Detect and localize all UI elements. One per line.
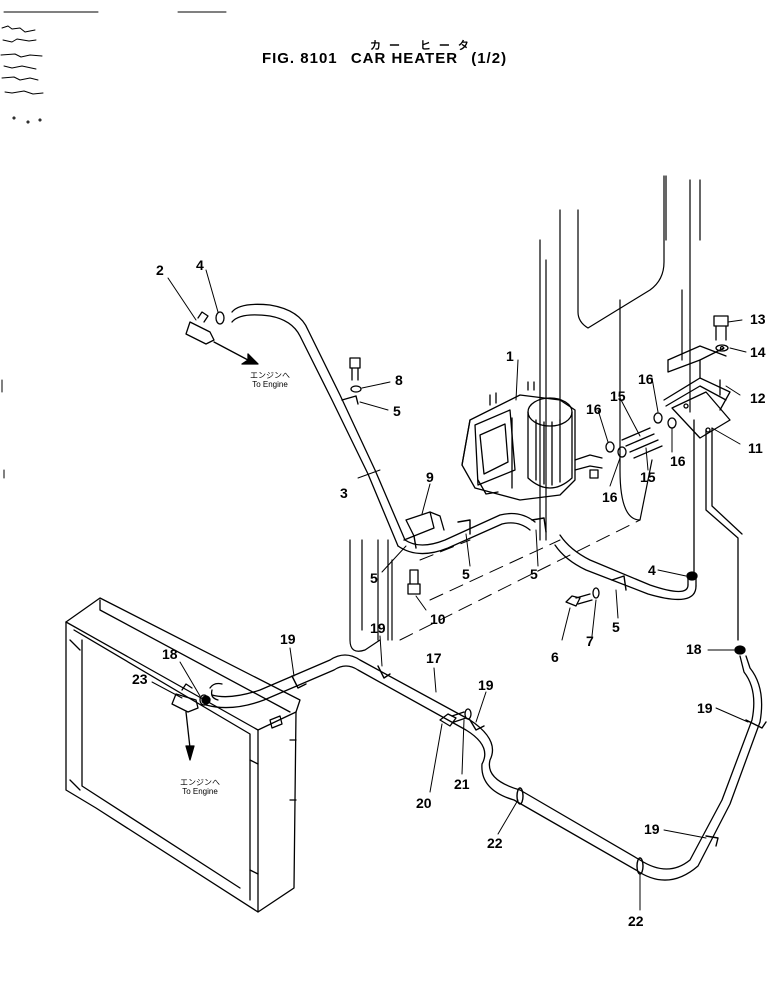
bolt-icon-20 xyxy=(439,708,472,727)
pipe-17 xyxy=(205,654,763,881)
valve-2 xyxy=(185,311,259,365)
radiator xyxy=(65,597,301,913)
bracket-assembly xyxy=(663,345,731,439)
callout-16: 16 xyxy=(670,453,686,469)
clamps-5 xyxy=(341,395,627,591)
figure-number: FIG. 8101 xyxy=(261,50,338,67)
figure-title: FIG. 8101 CAR HEATER (1/2) xyxy=(0,50,769,67)
valve-23 xyxy=(171,683,209,761)
callout-16: 16 xyxy=(586,401,602,417)
to-engine-en: To Engine xyxy=(182,787,218,796)
clamps-19 xyxy=(291,665,767,847)
callout-5: 5 xyxy=(393,403,401,419)
to-engine-note-lower: エンジンへ To Engine xyxy=(180,778,220,796)
callout-19: 19 xyxy=(697,700,713,716)
callout-15: 15 xyxy=(640,469,656,485)
callout-16: 16 xyxy=(638,371,654,387)
figure-page: (1/2) xyxy=(471,50,508,67)
bracket-lines xyxy=(693,419,743,641)
figure-name: CAR HEATER xyxy=(350,50,459,67)
callout-16: 16 xyxy=(602,489,618,505)
callout-18: 18 xyxy=(686,641,702,657)
callout-17: 17 xyxy=(426,650,442,666)
callout-6: 6 xyxy=(551,649,559,665)
bolt-icon-6 xyxy=(565,587,600,607)
callout-5: 5 xyxy=(612,619,620,635)
scan-noise xyxy=(0,25,44,479)
callout-13: 13 xyxy=(750,311,766,327)
callout-12: 12 xyxy=(750,390,766,406)
callout-4: 4 xyxy=(648,562,656,578)
callout-18: 18 xyxy=(162,646,178,662)
caps xyxy=(201,571,746,705)
title-japanese: カー ヒータ xyxy=(370,39,477,52)
callout-11: 11 xyxy=(748,440,763,456)
callout-15: 15 xyxy=(610,388,626,404)
callout-19: 19 xyxy=(280,631,296,647)
callout-9: 9 xyxy=(426,469,434,485)
callout-2: 2 xyxy=(156,262,164,278)
callout-3: 3 xyxy=(340,485,348,501)
bolt-icon-13 xyxy=(713,315,729,352)
callout-5: 5 xyxy=(462,566,470,582)
to-engine-note-upper: エンジンへ To Engine xyxy=(250,371,290,389)
bolt-icon-8 xyxy=(349,357,362,393)
callout-5: 5 xyxy=(370,570,378,586)
callout-10: 10 xyxy=(430,611,446,627)
pipes-15 xyxy=(621,427,663,459)
leader-lines xyxy=(151,269,749,911)
hose-upper xyxy=(231,303,536,555)
callout-19: 19 xyxy=(478,677,494,693)
callout-7: 7 xyxy=(586,633,594,649)
callout-19: 19 xyxy=(370,620,386,636)
to-engine-jp: エンジンへ xyxy=(180,778,220,787)
callout-21: 21 xyxy=(454,776,470,792)
callout-22: 22 xyxy=(628,913,644,929)
callout-22: 22 xyxy=(487,835,503,851)
heater-unit xyxy=(461,381,603,501)
clamps-22 xyxy=(516,787,644,875)
bracket-9 xyxy=(405,511,445,537)
washers-16 xyxy=(605,412,677,458)
to-engine-jp: エンジンへ xyxy=(250,371,290,380)
floor-lines xyxy=(399,519,641,641)
to-engine-en: To Engine xyxy=(252,380,288,389)
bolt-icon-10 xyxy=(407,569,421,595)
callout-19: 19 xyxy=(644,821,660,837)
callout-23: 23 xyxy=(132,671,148,687)
callout-20: 20 xyxy=(416,795,432,811)
callout-8: 8 xyxy=(395,372,403,388)
callout-4: 4 xyxy=(196,257,204,273)
callout-14: 14 xyxy=(750,344,766,360)
callout-1: 1 xyxy=(506,348,514,364)
callout-5: 5 xyxy=(530,566,538,582)
cab-frame xyxy=(349,175,701,652)
